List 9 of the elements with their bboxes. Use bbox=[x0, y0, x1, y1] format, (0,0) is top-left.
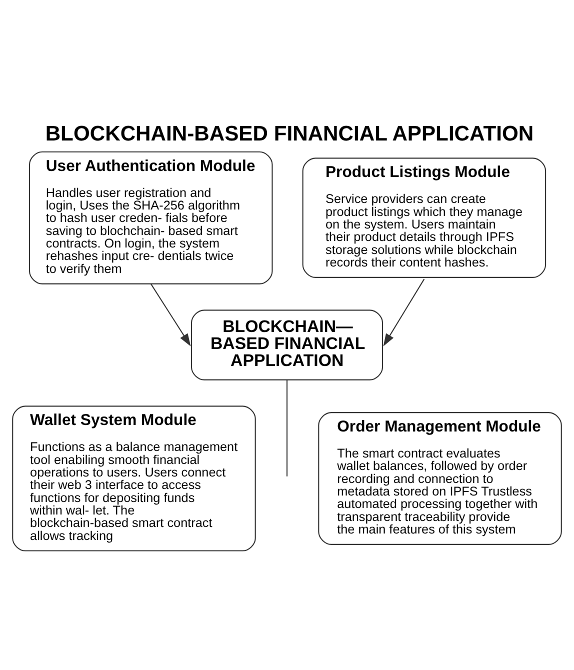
arrow bbox=[383, 278, 425, 346]
node-box: BLOCKCHAIN— BASED FINANCIAL APPLICATION bbox=[190, 309, 384, 380]
arrow bbox=[150, 283, 191, 346]
node-box: Wallet System Module Functions as a balance management tool enabiling smooth financial operations to users. Users connect their web 3 interface to access functions for depositing funds within wal- let. The blockchain-based smart contract allows tracking bbox=[12, 405, 256, 551]
node-box: Product Listings Module Service providers can create product listings which they manage on the system. Users maintain their product details through IPFS storage solutions while blockchain records their content hashes. bbox=[302, 157, 546, 278]
diagram-title: BLOCKCHAIN-BASED FINANCIAL APPLICATION bbox=[45, 122, 534, 145]
node-box: Order Management Module The smart contract evaluates wallet balances, followed by order recording and connection to metadata stored on IPFS Trustless automated processing together with transparent traceability provide the main features of this system bbox=[318, 412, 562, 544]
connector bbox=[286, 379, 288, 476]
node-box: User Authentication Module Handles user registration and login, Uses the SHA-256 algorithm to hash user creden- fials before saving to blochchain- based smart contracts. On login, the system rehashes input cre- dentials twice to verify them bbox=[28, 150, 273, 284]
